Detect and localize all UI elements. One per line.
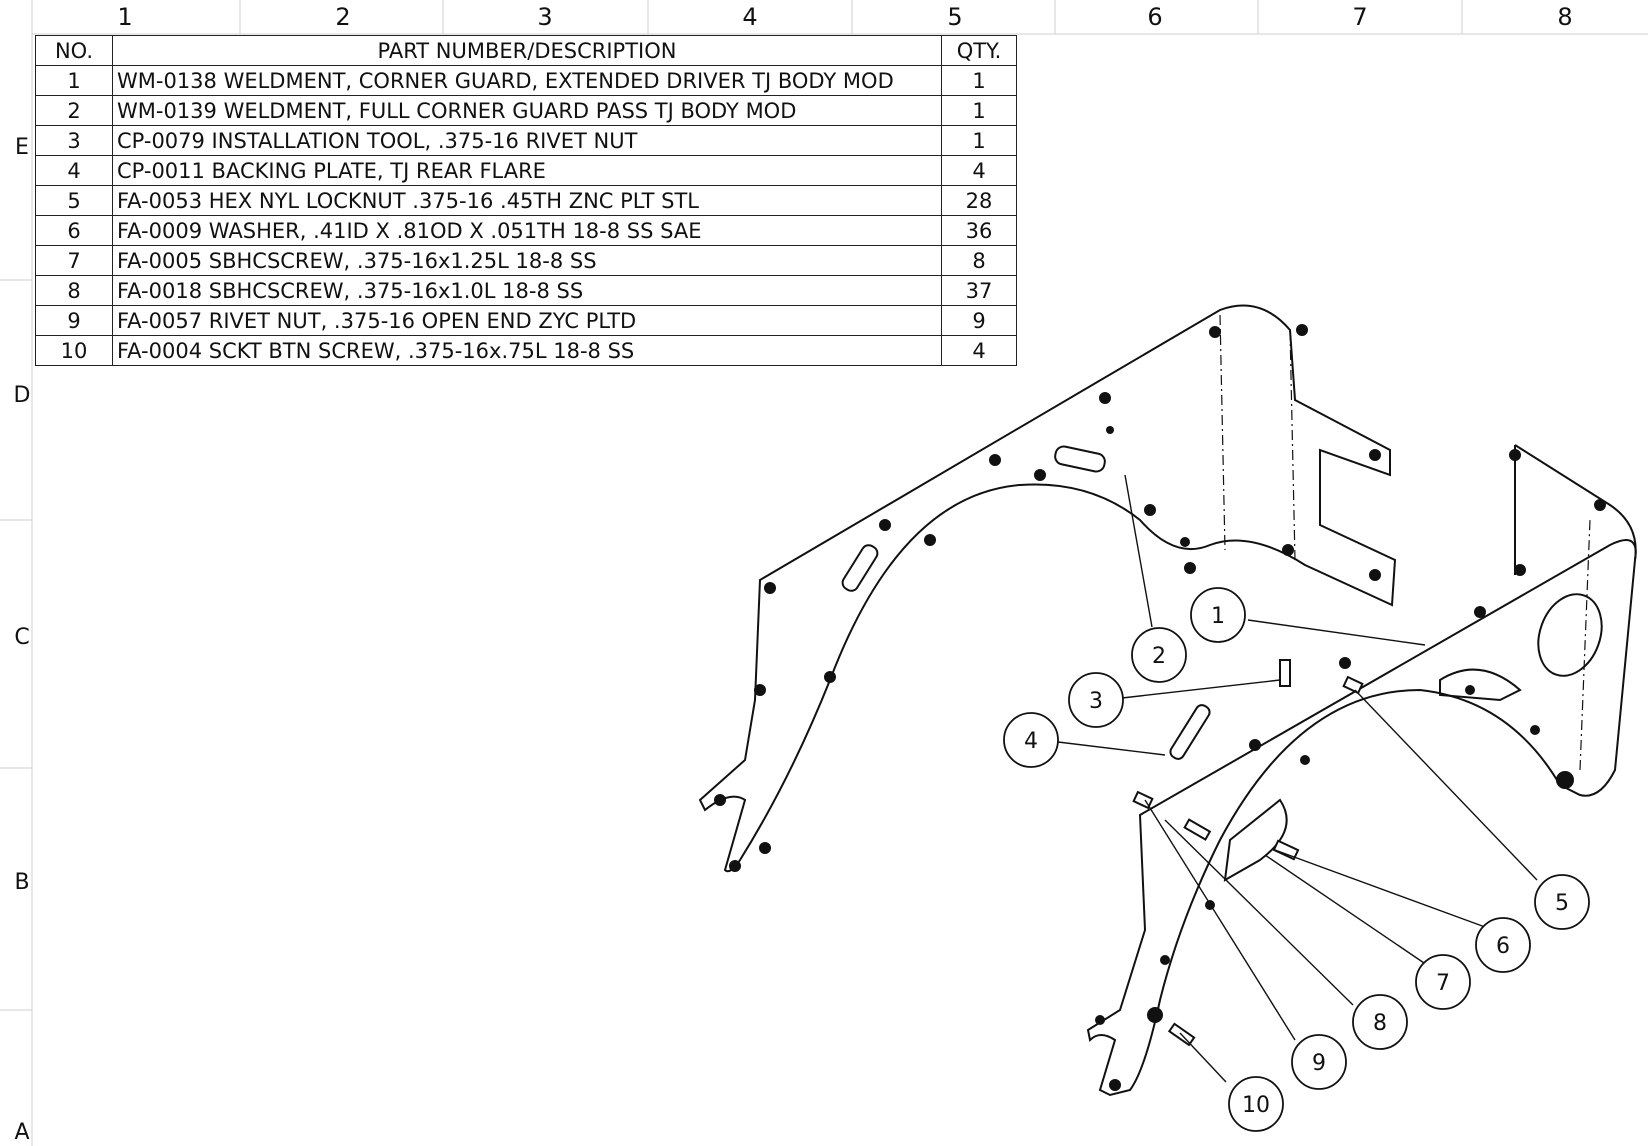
zone-label-E: E xyxy=(15,135,29,160)
bom-cell-no: 1 xyxy=(35,65,113,96)
bom-cell-qty: 4 xyxy=(941,335,1017,366)
zone-label-6: 6 xyxy=(1147,3,1163,31)
left-guard-fasteners xyxy=(714,324,1381,872)
balloon-label-9: 9 xyxy=(1312,1051,1326,1076)
zone-label-A: A xyxy=(14,1120,30,1145)
left-corner-guard xyxy=(698,304,1397,873)
zone-label-5: 5 xyxy=(947,3,963,31)
balloon-label-2: 2 xyxy=(1152,644,1166,669)
bom-cell-description: FA-0004 SCKT BTN SCREW, .375-16x.75L 18-… xyxy=(112,335,942,366)
bom-cell-no: 4 xyxy=(35,155,113,186)
bom-cell-description: FA-0053 HEX NYL LOCKNUT .375-16 .45TH ZN… xyxy=(112,185,942,216)
leader-lines xyxy=(1057,474,1538,1083)
right-guard-fasteners xyxy=(1095,449,1606,1091)
bom-cell-no: 8 xyxy=(35,275,113,306)
zone-label-1: 1 xyxy=(117,3,133,31)
zone-label-8: 8 xyxy=(1557,3,1573,31)
bom-cell-qty: 28 xyxy=(941,185,1017,216)
balloon-label-5: 5 xyxy=(1555,891,1569,916)
zone-label-4: 4 xyxy=(742,3,758,31)
balloon-label-1: 1 xyxy=(1211,604,1225,629)
balloon-labels: 1 2 3 4 5 6 7 8 9 10 xyxy=(1024,604,1569,1118)
bom-cell-description: WM-0139 WELDMENT, FULL CORNER GUARD PASS… xyxy=(112,95,942,126)
bom-cell-qty: 9 xyxy=(941,305,1017,336)
zone-label-B: B xyxy=(14,870,30,895)
bom-cell-description: FA-0018 SBHCSCREW, .375-16x1.0L 18-8 SS xyxy=(112,275,942,306)
balloon-label-10: 10 xyxy=(1242,1093,1270,1118)
bom-cell-description: FA-0057 RIVET NUT, .375-16 OPEN END ZYC … xyxy=(112,305,942,336)
bom-cell-no: 5 xyxy=(35,185,113,216)
bom-cell-no: 10 xyxy=(35,335,113,366)
balloon-label-8: 8 xyxy=(1373,1011,1387,1036)
right-corner-guard xyxy=(1086,444,1637,1097)
balloon-label-3: 3 xyxy=(1089,689,1103,714)
installation-tool xyxy=(1279,659,1291,687)
bom-header-description: PART NUMBER/DESCRIPTION xyxy=(112,35,942,66)
balloons xyxy=(1003,587,1590,1132)
bom-header-row: NO. PART NUMBER/DESCRIPTION QTY. xyxy=(35,35,1017,66)
bom-cell-no: 2 xyxy=(35,95,113,126)
bom-header-qty: QTY. xyxy=(941,35,1017,66)
bom-cell-qty: 1 xyxy=(941,125,1017,156)
balloon-label-4: 4 xyxy=(1024,729,1038,754)
zone-label-2: 2 xyxy=(335,3,351,31)
bom-cell-qty: 1 xyxy=(941,65,1017,96)
bom-cell-qty: 36 xyxy=(941,215,1017,246)
bom-header-no: NO. xyxy=(35,35,113,66)
zone-label-3: 3 xyxy=(537,3,553,31)
zone-label-D: D xyxy=(13,383,31,408)
zone-label-C: C xyxy=(14,625,30,650)
bom-cell-description: CP-0079 INSTALLATION TOOL, .375-16 RIVET… xyxy=(112,125,942,156)
balloon-label-6: 6 xyxy=(1496,934,1510,959)
zone-label-7: 7 xyxy=(1352,3,1368,31)
balloon-label-7: 7 xyxy=(1436,971,1450,996)
bom-cell-no: 9 xyxy=(35,305,113,336)
loose-hardware xyxy=(1132,659,1364,1047)
